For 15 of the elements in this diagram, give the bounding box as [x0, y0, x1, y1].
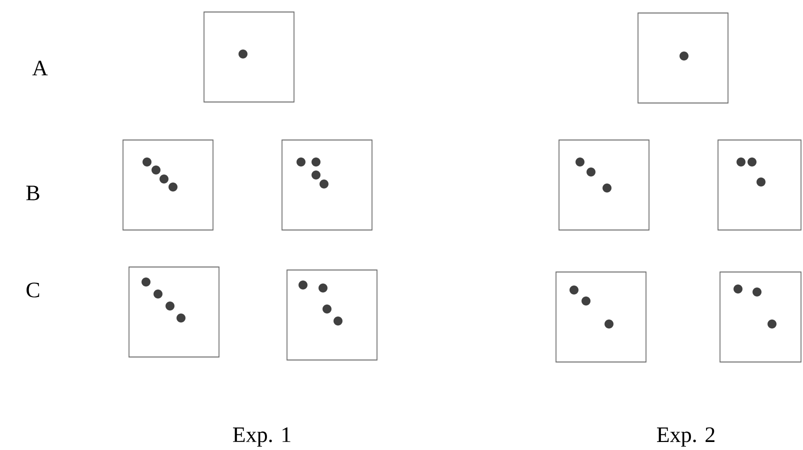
row-label: Exp. 2: [657, 427, 714, 447]
dot-pattern-box: [204, 12, 294, 102]
dot-pattern-box: [282, 140, 372, 230]
dot-pattern-box: [718, 140, 802, 230]
dot-pattern-box: [556, 272, 646, 362]
dot-pattern-box: [720, 272, 802, 362]
dot-pattern-box: [128, 266, 220, 358]
dot-pattern-box: [638, 12, 728, 104]
row-label: B: [26, 186, 40, 200]
dot-pattern-box: [122, 140, 214, 230]
dot-pattern-box: [558, 140, 650, 230]
row-label: A: [32, 60, 48, 76]
row-label: Exp. 1: [233, 427, 290, 447]
dot-pattern-box: [286, 270, 378, 360]
row-label: C: [26, 282, 40, 298]
